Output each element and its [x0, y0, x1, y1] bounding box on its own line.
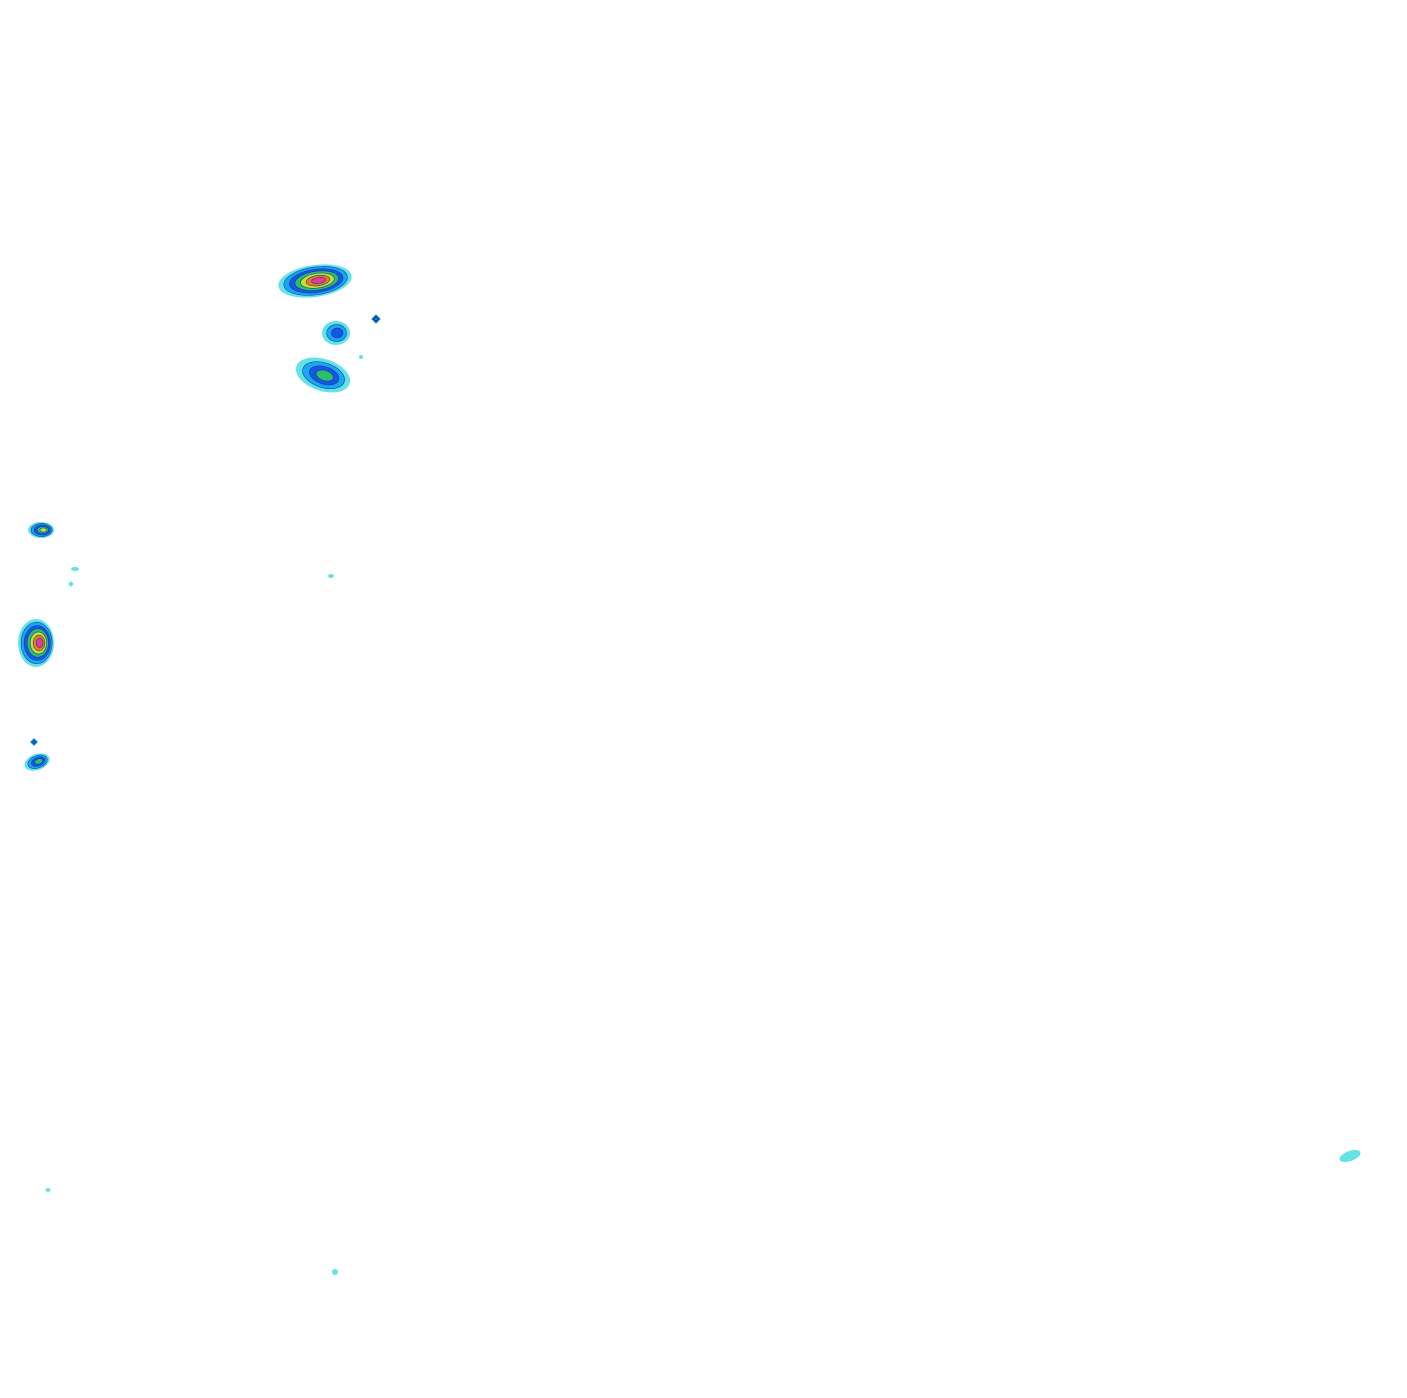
blob-center-speck [328, 574, 334, 578]
blob-center-speck-level-1 [328, 574, 334, 578]
blob-tiny-dot-level-1 [359, 355, 363, 359]
blob-tiny-dot [359, 355, 363, 359]
blob-left-small-2-level-4 [34, 758, 43, 765]
blob-mid-lower-level-4 [315, 369, 334, 382]
blob-left-speck-2 [68, 581, 74, 587]
blob-left-speck-1 [71, 567, 79, 571]
blob-left-small-2 [24, 753, 50, 771]
blob-left-1-level-5 [39, 527, 48, 533]
blob-left-speck-2-level-1 [68, 581, 74, 587]
blob-left-small-1-level-3 [31, 739, 37, 745]
contour-blobs [18, 264, 1361, 1275]
blob-left-speck-1-level-1 [71, 567, 79, 571]
blob-mid-upper [322, 321, 350, 345]
blob-left-large [18, 619, 54, 667]
blob-top-large [278, 264, 352, 298]
blob-mid-lower [295, 357, 351, 393]
blob-bottom-mid-speck [332, 1269, 338, 1275]
blob-small-diamond-1-level-4 [374, 317, 378, 321]
blob-right-bottom-level-1 [1339, 1149, 1361, 1163]
blob-bottom-left-speck-level-1 [45, 1187, 51, 1193]
blob-left-large-level-7 [35, 638, 44, 648]
blob-left-1 [28, 522, 54, 538]
blob-bottom-left-speck [45, 1187, 51, 1193]
blob-top-large-level-7 [311, 277, 326, 284]
blob-right-bottom [1339, 1149, 1361, 1163]
blob-bottom-mid-speck-level-1 [332, 1269, 338, 1275]
blob-mid-upper-level-3 [331, 327, 344, 339]
